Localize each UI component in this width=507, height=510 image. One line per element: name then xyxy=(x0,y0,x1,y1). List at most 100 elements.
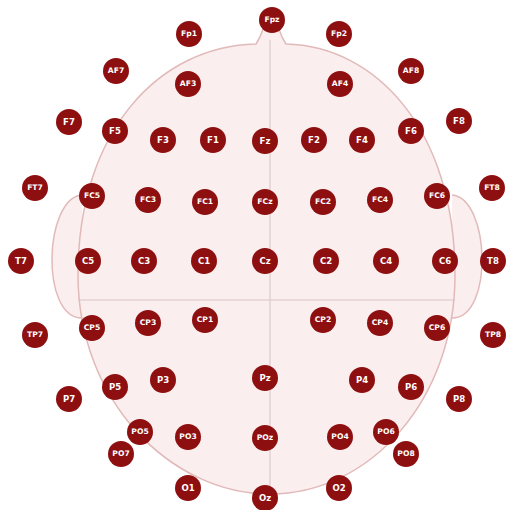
electrode: FT7 xyxy=(22,175,48,201)
electrode-label: AF8 xyxy=(398,67,424,75)
electrode-disc xyxy=(135,310,161,336)
electrode: FT8 xyxy=(479,175,505,201)
electrode-label: F8 xyxy=(446,117,472,126)
electrode-disc xyxy=(192,307,218,333)
electrode: Fp1 xyxy=(176,21,202,47)
electrode-disc xyxy=(326,475,352,501)
electrode: F1 xyxy=(200,127,226,153)
electrode: FC1 xyxy=(192,189,218,215)
electrode-label: CP1 xyxy=(192,316,218,324)
coronal-line xyxy=(78,300,455,301)
electrode-label: POz xyxy=(252,434,278,442)
electrode: PO7 xyxy=(108,441,134,467)
electrode-disc xyxy=(175,424,201,450)
electrode: P5 xyxy=(102,374,128,400)
electrode-label: Oz xyxy=(252,494,278,503)
electrode-label: C5 xyxy=(75,257,101,266)
electrode: F2 xyxy=(301,127,327,153)
electrode-disc xyxy=(398,58,424,84)
electrode-disc xyxy=(349,367,375,393)
electrode-disc xyxy=(301,127,327,153)
electrode-disc xyxy=(103,58,129,84)
electrode-label: O1 xyxy=(175,484,201,493)
electrode-disc xyxy=(393,441,419,467)
electrode-disc xyxy=(398,118,424,144)
electrode-label: F3 xyxy=(150,136,176,145)
electrode: F6 xyxy=(398,118,424,144)
electrode-disc xyxy=(310,189,336,215)
electrode: FC3 xyxy=(135,187,161,213)
electrode-disc xyxy=(22,322,48,348)
electrode: AF8 xyxy=(398,58,424,84)
electrode: FCz xyxy=(252,189,278,215)
electrode-label: F2 xyxy=(301,136,327,145)
electrode: PO6 xyxy=(373,419,399,445)
electrode: AF7 xyxy=(103,58,129,84)
electrode-label: FC6 xyxy=(424,192,450,200)
electrode-disc xyxy=(150,367,176,393)
electrode-label: C2 xyxy=(313,257,339,266)
electrode-disc xyxy=(446,108,472,134)
electrode-disc xyxy=(252,128,278,154)
electrode: P3 xyxy=(150,367,176,393)
electrode: Pz xyxy=(252,365,278,391)
electrode-disc xyxy=(259,7,285,33)
electrode-disc xyxy=(424,183,450,209)
electrode-label: CP3 xyxy=(135,319,161,327)
electrode: T8 xyxy=(480,248,506,274)
electrode-label: FT8 xyxy=(479,184,505,192)
electrode-disc xyxy=(79,183,105,209)
electrode-label: CP4 xyxy=(367,319,393,327)
electrode: AF3 xyxy=(175,71,201,97)
electrode-label: CP6 xyxy=(424,324,450,332)
electrode-label: PO5 xyxy=(127,428,153,436)
electrode-label: Fz xyxy=(252,137,278,146)
electrode-label: Pz xyxy=(252,374,278,383)
electrode-label: F1 xyxy=(200,136,226,145)
electrode-label: Fpz xyxy=(259,16,285,24)
electrode-disc xyxy=(56,386,82,412)
electrode-label: O2 xyxy=(326,484,352,493)
electrode-disc xyxy=(252,189,278,215)
electrode-label: P7 xyxy=(56,395,82,404)
electrode: AF4 xyxy=(327,71,353,97)
electrode: TP8 xyxy=(480,322,506,348)
electrode: PO3 xyxy=(175,424,201,450)
electrode-disc xyxy=(367,187,393,213)
electrode-label: Fp1 xyxy=(176,30,202,38)
electrode: C1 xyxy=(191,248,217,274)
electrode-label: P3 xyxy=(150,376,176,385)
electrode-disc xyxy=(367,310,393,336)
electrode: C4 xyxy=(373,248,399,274)
electrode: F8 xyxy=(446,108,472,134)
electrode-disc xyxy=(56,109,82,135)
electrode: CP3 xyxy=(135,310,161,336)
electrode-disc xyxy=(310,307,336,333)
electrode-label: AF3 xyxy=(175,80,201,88)
electrode-label: F4 xyxy=(349,136,375,145)
electrode-disc xyxy=(79,315,105,341)
electrode: FC6 xyxy=(424,183,450,209)
electrode: C2 xyxy=(313,248,339,274)
electrode: F3 xyxy=(150,127,176,153)
electrode-disc xyxy=(176,21,202,47)
electrode-disc xyxy=(75,248,101,274)
electrode-label: FCz xyxy=(252,198,278,206)
electrode: POz xyxy=(252,425,278,451)
electrode-label: P4 xyxy=(349,376,375,385)
electrode: Fpz xyxy=(259,7,285,33)
electrode-label: FC1 xyxy=(192,198,218,206)
electrode-disc xyxy=(327,424,353,450)
electrode-disc xyxy=(127,419,153,445)
electrode-disc xyxy=(150,127,176,153)
electrode-disc xyxy=(8,248,34,274)
electrode: PO8 xyxy=(393,441,419,467)
electrode-label: P6 xyxy=(398,383,424,392)
electrode-label: Fp2 xyxy=(326,30,352,38)
electrode-label: CP5 xyxy=(79,324,105,332)
electrode-disc xyxy=(480,248,506,274)
electrode: C5 xyxy=(75,248,101,274)
electrode: FC2 xyxy=(310,189,336,215)
electrode: P7 xyxy=(56,386,82,412)
electrode-disc xyxy=(398,374,424,400)
